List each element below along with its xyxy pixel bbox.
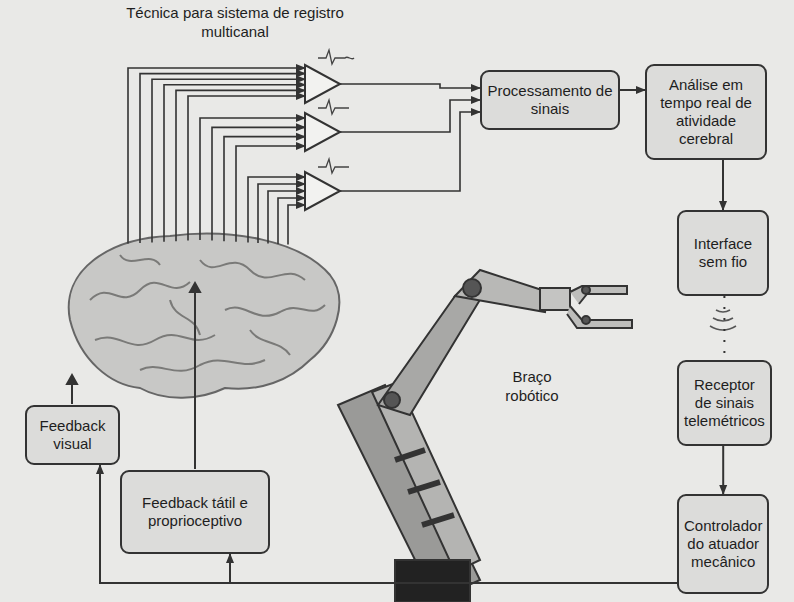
connector-arrow: [620, 89, 645, 91]
process-box: Interface sem fio: [677, 210, 769, 296]
caption-label: Técnica para sistema de registro multica…: [120, 4, 350, 42]
connector-arrow: [100, 465, 677, 583]
wire: [258, 184, 305, 243]
wire: [164, 85, 305, 242]
process-box: Feedback visual: [25, 405, 120, 465]
connector-arrow: [722, 446, 724, 494]
box-text: Feedback visual: [32, 417, 113, 453]
wire: [140, 74, 305, 243]
robot-arm: [338, 270, 632, 602]
box-text: Processamento de sinais: [487, 82, 613, 118]
caption-label: Braço robótico: [492, 368, 572, 406]
wire: [236, 146, 305, 242]
box-text: Análise em tempo real de atividade cereb…: [652, 76, 760, 148]
connector-arrow: [723, 296, 725, 360]
process-box: Análise em tempo real de atividade cereb…: [645, 64, 767, 160]
wire: [152, 79, 305, 242]
process-box: Processamento de sinais: [480, 70, 620, 130]
box-text: Interface sem fio: [684, 235, 762, 271]
process-box: Receptor de sinais telemétricos: [677, 360, 772, 446]
connector-arrow: [230, 554, 677, 583]
wire: [278, 198, 305, 244]
box-text: Receptor de sinais telemétricos: [684, 376, 765, 430]
wire: [268, 191, 305, 243]
wire: [224, 137, 305, 242]
wire: [340, 84, 480, 88]
amplifier: [305, 65, 340, 210]
wire: [340, 100, 480, 132]
wire: [340, 112, 480, 191]
connector-arrow: [722, 160, 724, 210]
box-text: Controlador do atuador mecânico: [684, 517, 762, 571]
box-text: Feedback tátil e proprioceptivo: [127, 494, 263, 530]
electrode-wires: [128, 68, 480, 244]
spike-waveform: [318, 50, 354, 173]
wire: [248, 177, 305, 242]
process-box: Feedback tátil e proprioceptivo: [120, 470, 270, 554]
wireless-waves: [710, 310, 736, 330]
wire: [288, 205, 305, 244]
wire: [176, 90, 305, 241]
brain: [69, 234, 340, 398]
wire: [128, 68, 305, 244]
process-box: Controlador do atuador mecânico: [677, 494, 769, 594]
